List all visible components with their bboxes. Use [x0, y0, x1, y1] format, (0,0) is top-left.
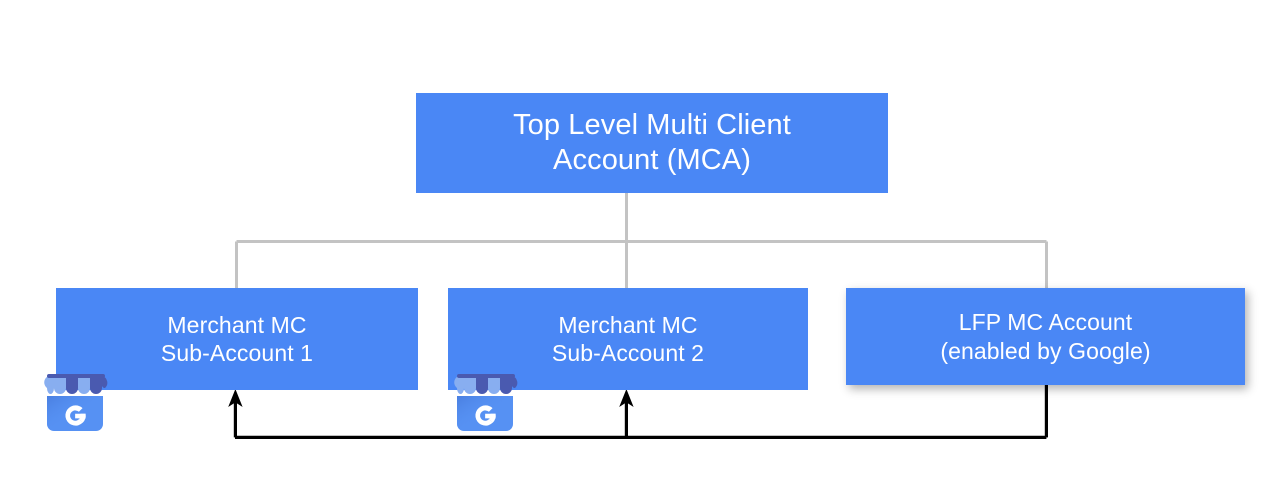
top-level-mca-label-line-2: Account (MCA)	[553, 144, 751, 176]
merchant-sub-account-2-label-line-2: Sub-Account 2	[551, 340, 705, 366]
top-level-mca-node: Top Level Multi Client Account (MCA)	[416, 93, 888, 193]
feed-arrowhead-sub2	[619, 389, 634, 407]
feed-arrowheads	[228, 389, 634, 407]
merchant-sub-account-2-label-line-1: Merchant MC	[558, 311, 698, 338]
merchant-sub-account-1-node: Merchant MC Sub-Account 1	[56, 288, 418, 390]
merchant-sub-account-1-label-line-2: Sub-Account 1	[160, 340, 314, 366]
feed-arrowhead-sub1	[228, 389, 243, 407]
lfp-mc-account-node: LFP MC Account (enabled by Google)	[846, 288, 1245, 385]
feed-connector-lfp-to-sub-accounts	[233, 385, 1048, 439]
hierarchy-connector-root-to-children	[235, 193, 1048, 288]
google-my-business-icon	[454, 374, 518, 431]
lfp-mc-account-label-line-2: (enabled by Google)	[940, 337, 1151, 364]
top-level-mca-label-line-1: Top Level Multi Client	[513, 108, 791, 141]
google-my-business-icon	[44, 374, 108, 431]
merchant-sub-account-1-label-line-1: Merchant MC	[167, 311, 307, 338]
lfp-mc-account-label-line-1: LFP MC Account	[958, 309, 1133, 336]
merchant-sub-account-2-node: Merchant MC Sub-Account 2	[448, 288, 808, 390]
